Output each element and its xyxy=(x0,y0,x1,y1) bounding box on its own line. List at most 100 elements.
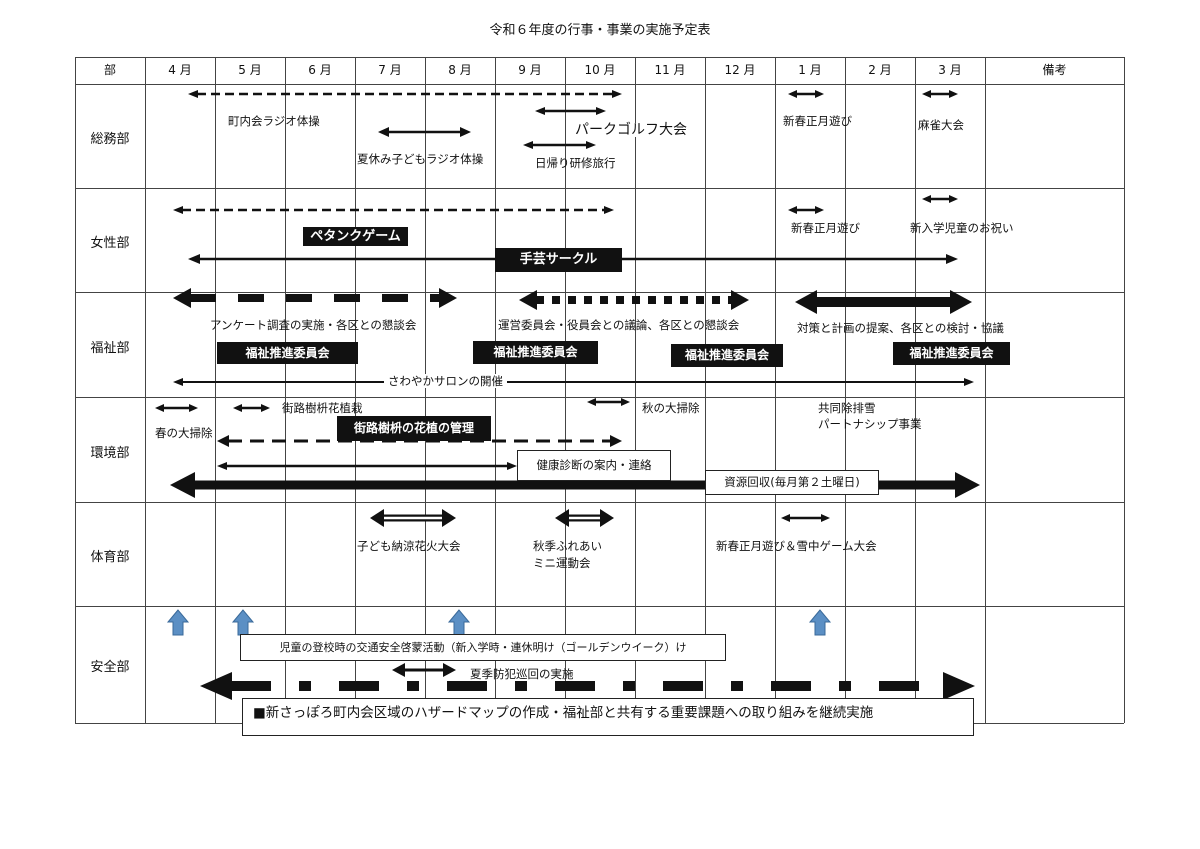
arrowhead-icon xyxy=(943,672,975,700)
arrowhead-icon xyxy=(946,254,958,264)
arrowhead-icon xyxy=(922,90,931,98)
dept-kankyo: 環境部 xyxy=(90,446,130,461)
event-label: アンケート調査の実施・各区との懇談会 xyxy=(210,318,417,332)
header-month: 5 月 xyxy=(238,63,262,77)
arrowhead-icon xyxy=(189,404,198,412)
arrowhead-icon xyxy=(442,509,456,527)
arrowhead-icon xyxy=(261,404,270,412)
event-label: 夏休み子どもラジオ体操 xyxy=(357,152,484,166)
arrowhead-icon xyxy=(519,290,537,310)
arrowhead-icon xyxy=(439,288,457,308)
header-month: 6 月 xyxy=(308,63,332,77)
header-month: 8 月 xyxy=(448,63,472,77)
event-label: さわやかサロンの開催 xyxy=(384,374,507,388)
arrowhead-icon xyxy=(233,404,242,412)
header-dept: 部 xyxy=(103,63,116,77)
header-notes: 備考 xyxy=(1042,63,1067,77)
header-month: 2 月 xyxy=(868,63,892,77)
event-label: パークゴルフ大会 xyxy=(575,122,687,138)
event-label: 新春正月遊び＆雪中ゲーム大会 xyxy=(716,539,877,553)
arrowhead-icon xyxy=(200,672,232,700)
dept-josei: 女性部 xyxy=(90,236,130,251)
grid-line xyxy=(915,57,916,723)
arrowhead-icon xyxy=(173,206,183,214)
event-label: 夏季防犯巡回の実施 xyxy=(470,667,574,681)
arrowhead-icon xyxy=(523,141,533,149)
event-label: ミニ運動会 xyxy=(533,556,591,570)
arrowhead-icon xyxy=(815,90,824,98)
arrowhead-icon xyxy=(155,404,164,412)
arrowhead-icon xyxy=(378,127,389,137)
event-label: パートナシップ事業 xyxy=(818,417,922,431)
up-arrow-icon xyxy=(231,609,255,636)
committee-box: 福祉推進委員会 xyxy=(217,342,358,364)
grid-line xyxy=(705,57,706,723)
event-label: 子ども納涼花火大会 xyxy=(357,539,461,553)
arrowhead-icon xyxy=(217,462,227,470)
grid-line xyxy=(285,57,286,723)
grid-line xyxy=(75,502,1124,503)
arrowhead-icon xyxy=(460,127,471,137)
dept-anzen: 安全部 xyxy=(90,660,130,675)
committee-box: 福祉推進委員会 xyxy=(893,342,1010,365)
event-box: 街路樹枡の花植の管理 xyxy=(337,416,491,441)
grid-line xyxy=(75,84,1124,85)
event-box: 児童の登校時の交通安全啓蒙活動（新入学時・連休明け（ゴールデンウイーク）け xyxy=(240,634,726,661)
arrowhead-icon xyxy=(731,290,749,310)
arrowhead-icon xyxy=(612,90,622,98)
arrowhead-icon xyxy=(949,90,958,98)
event-label: 新春正月遊び xyxy=(783,114,852,128)
arrowhead-icon xyxy=(535,107,545,115)
up-arrow-icon xyxy=(808,609,832,636)
event-label: 日帰り研修旅行 xyxy=(535,156,616,170)
grid-line xyxy=(845,57,846,723)
arrowhead-icon xyxy=(507,462,517,470)
event-label: 秋季ふれあい xyxy=(533,539,602,553)
grid-line xyxy=(75,57,76,723)
header-month: 12 月 xyxy=(724,63,756,77)
event-box: 手芸サークル xyxy=(495,248,622,272)
arrowhead-icon xyxy=(188,90,198,98)
header-month: 3 月 xyxy=(938,63,962,77)
header-month: 9 月 xyxy=(518,63,542,77)
dept-fukushi: 福祉部 xyxy=(90,341,130,356)
arrowhead-icon xyxy=(587,398,596,406)
arrowhead-icon xyxy=(950,290,972,314)
arrowhead-icon xyxy=(788,90,797,98)
arrowhead-icon xyxy=(955,472,980,498)
event-label: 春の大掃除 xyxy=(155,426,213,440)
arrowhead-icon xyxy=(821,514,830,522)
up-arrow-icon xyxy=(447,609,471,636)
arrowhead-icon xyxy=(781,514,790,522)
header-month: 10 月 xyxy=(584,63,616,77)
arrowhead-icon xyxy=(217,435,229,447)
event-label: 町内会ラジオ体操 xyxy=(228,114,320,128)
grid-line xyxy=(1124,57,1125,723)
event-label: 運営委員会・役員会との議論、各区との懇談会 xyxy=(498,318,740,332)
grid-line xyxy=(75,57,1124,58)
grid-line xyxy=(75,188,1124,189)
event-box: 健康診断の案内・連絡 xyxy=(517,450,671,481)
event-label: 街路樹枡花植栽 xyxy=(282,401,363,415)
grid-line xyxy=(985,57,986,723)
grid-line xyxy=(75,606,1124,607)
arrowhead-icon xyxy=(600,509,614,527)
arrowhead-icon xyxy=(788,206,797,214)
grid-line xyxy=(565,57,566,723)
event-label: 共同除排雪 xyxy=(818,401,876,415)
committee-box: 福祉推進委員会 xyxy=(473,341,598,364)
arrowhead-icon xyxy=(949,195,958,203)
grid-line xyxy=(215,57,216,723)
up-arrow-icon xyxy=(166,609,190,636)
event-box: ■新さっぽろ町内会区域のハザードマップの作成・福祉部と共有する重要課題への取り組… xyxy=(242,698,974,736)
grid-line xyxy=(75,292,1124,293)
arrowhead-icon xyxy=(173,288,191,308)
arrowhead-icon xyxy=(586,141,596,149)
header-month: 1 月 xyxy=(798,63,822,77)
arrowhead-icon xyxy=(610,435,622,447)
event-label: 新春正月遊び xyxy=(791,221,860,235)
page-title: 令和６年度の行事・事業の実施予定表 xyxy=(489,23,711,38)
committee-box: 福祉推進委員会 xyxy=(671,344,783,367)
arrowhead-icon xyxy=(604,206,614,214)
event-label: 対策と計画の提案、各区との検討・協議 xyxy=(797,321,1004,335)
